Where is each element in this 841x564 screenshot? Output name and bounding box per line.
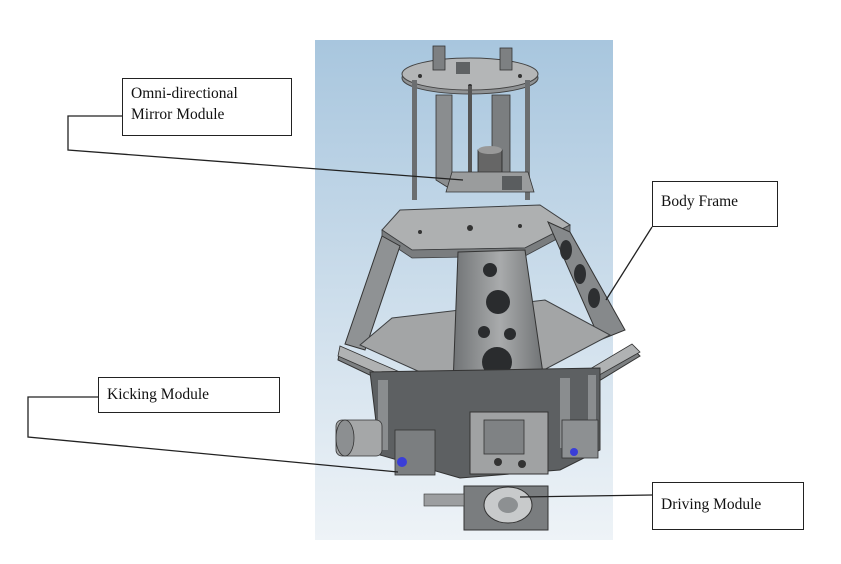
mirror-leader-line	[67, 115, 464, 181]
label-mirror-line2: Mirror Module	[131, 106, 225, 123]
label-mirror-line1: Omni-directional	[131, 85, 238, 102]
leader-lines	[27, 115, 653, 498]
driving-leader-line	[519, 494, 653, 498]
label-body-frame: Body Frame	[652, 181, 778, 227]
kicking-leader-line	[27, 396, 399, 473]
lower-modules-graphic	[335, 367, 601, 531]
mirror-module-graphic	[401, 45, 539, 200]
body-frame-leader-line	[605, 226, 653, 301]
label-driving-module: Driving Module	[652, 482, 804, 530]
label-kicking-module: Kicking Module	[98, 377, 280, 413]
label-mirror-module: Omni-directional Mirror Module	[122, 78, 292, 136]
